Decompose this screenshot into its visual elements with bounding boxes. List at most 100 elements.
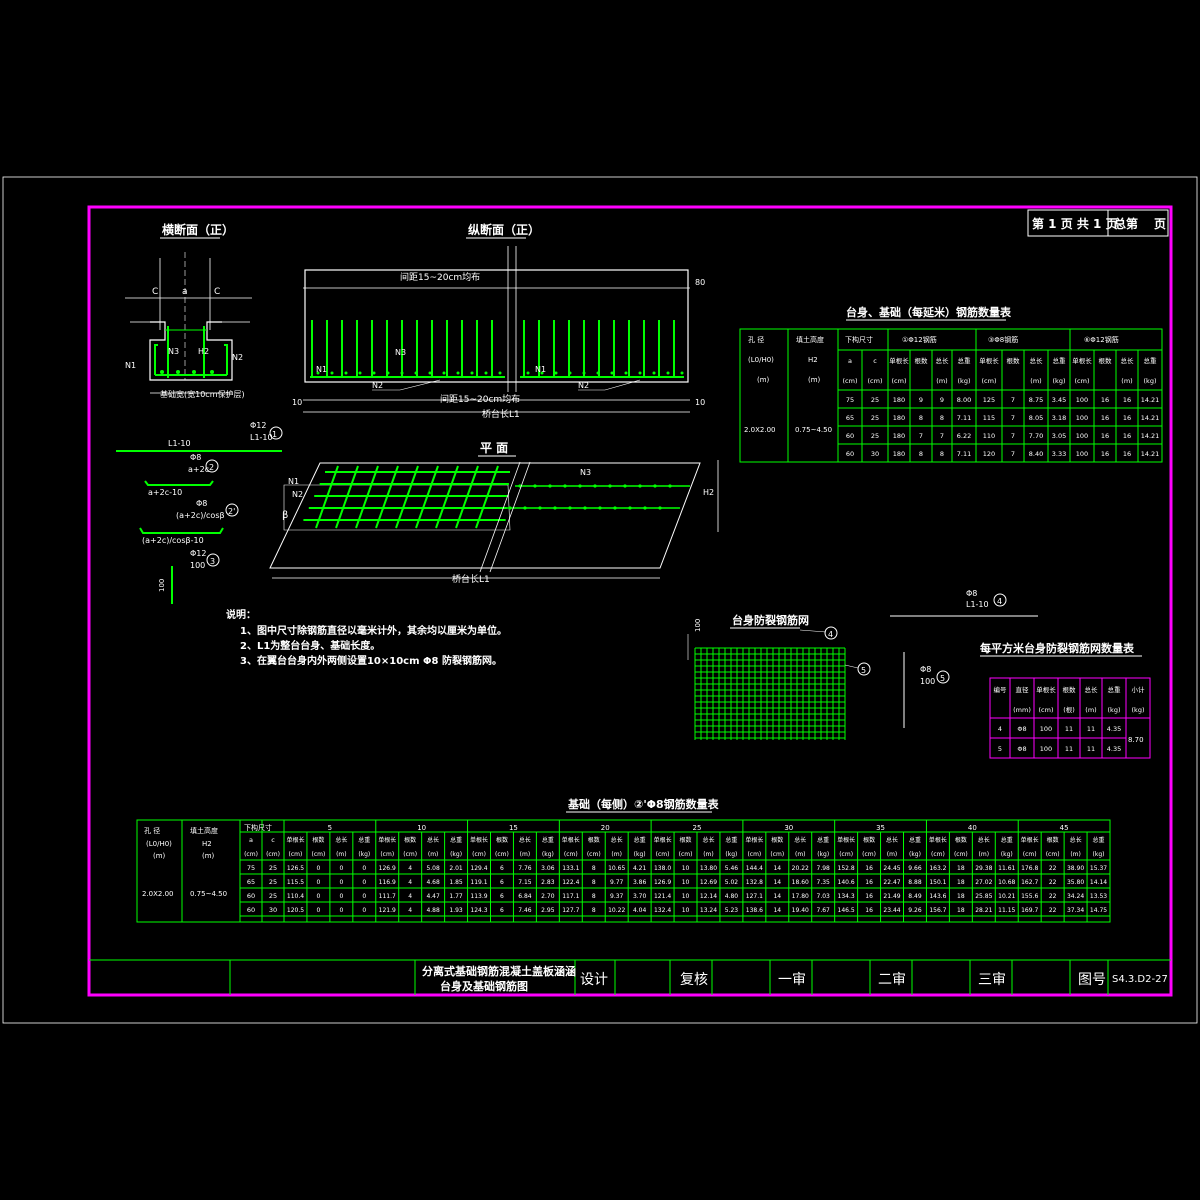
t3-cell: 8.49 bbox=[908, 893, 922, 900]
plan-dot bbox=[608, 484, 612, 488]
t1-cell: 16 bbox=[1101, 396, 1109, 404]
t3-cell: 6 bbox=[500, 879, 504, 886]
t1-cell: 30 bbox=[871, 450, 879, 458]
t1-unit: (kg) bbox=[1053, 377, 1066, 385]
t3-subheader: 根数 bbox=[496, 836, 508, 844]
label-n2: N2 bbox=[232, 353, 243, 362]
t1-tianshu-sym: H2 bbox=[808, 356, 818, 364]
t3-cell: 0 bbox=[339, 879, 343, 886]
t2-unit: (kg) bbox=[1132, 706, 1145, 714]
t1-cell: 8 bbox=[940, 414, 944, 422]
t3-subheader: 根数 bbox=[1047, 836, 1059, 844]
t3-cell: 30 bbox=[269, 906, 277, 914]
t3-unit-a: (cm) bbox=[244, 851, 258, 858]
t1-subheader: 单根长 bbox=[1072, 356, 1092, 365]
t3-subheader: 单根长 bbox=[837, 836, 855, 844]
t3-cell: 37.34 bbox=[1067, 907, 1084, 914]
bar5-len: 100 bbox=[920, 677, 935, 686]
plan-dot bbox=[643, 506, 647, 510]
t1-cell: 8 bbox=[940, 450, 944, 458]
t3-cell: 9.26 bbox=[908, 907, 922, 914]
t3-cell: 10.65 bbox=[608, 865, 625, 872]
bar-dot bbox=[470, 371, 474, 375]
t1-cell: 14.21 bbox=[1141, 414, 1160, 422]
bottom-spacing-dim: 间距15~20cm均布 bbox=[440, 393, 520, 405]
plan-label-beta: β bbox=[282, 510, 288, 521]
bar3-len: 100 bbox=[190, 561, 205, 570]
t1-subheader: 根数 bbox=[915, 356, 929, 365]
t3-cell: 0 bbox=[317, 865, 321, 872]
t3-cell: 146.5 bbox=[838, 907, 855, 914]
t3-cell: 2.95 bbox=[541, 907, 555, 914]
bar3-dia: Φ12 bbox=[190, 549, 206, 558]
t1-subheader: c bbox=[873, 357, 877, 365]
bar-dot bbox=[428, 371, 432, 375]
t3-cell: 22 bbox=[1049, 879, 1057, 886]
t1-cell: 14.21 bbox=[1141, 396, 1160, 404]
t1-kongjing-unit2: (m) bbox=[757, 376, 770, 384]
t3-cell: 9.77 bbox=[610, 879, 624, 886]
t3-subheader: 根数 bbox=[680, 836, 692, 844]
t3-subheader: 根数 bbox=[955, 836, 967, 844]
t3-unit: (m) bbox=[336, 851, 347, 858]
t1-cell: 8.00 bbox=[957, 396, 971, 404]
long-section-bottom-bars bbox=[316, 371, 684, 375]
t3-subheader: 总重 bbox=[450, 836, 462, 844]
t3-cell: 121.9 bbox=[379, 907, 396, 914]
t3-cell: 8 bbox=[592, 865, 596, 872]
t3-subheader: 单根长 bbox=[470, 836, 488, 844]
t3-cell: 4.04 bbox=[633, 907, 647, 914]
t3-cell: 0 bbox=[362, 893, 366, 900]
t3-unit: (cm) bbox=[403, 851, 417, 858]
t3-cell: 7.15 bbox=[518, 879, 532, 886]
bar5-dia: Φ8 bbox=[920, 665, 931, 674]
t3-tianshu-sym: H2 bbox=[202, 840, 212, 848]
plan-dot bbox=[658, 506, 662, 510]
t2-unit: (m) bbox=[1085, 706, 1096, 714]
mesh-num-5: 5 bbox=[861, 666, 866, 675]
t1-cell: 9 bbox=[919, 396, 923, 404]
t1-cell: 16 bbox=[1101, 432, 1109, 440]
t1-cell: 75 bbox=[846, 396, 854, 404]
t3-cell: 60 bbox=[247, 892, 255, 900]
t3-unit: (cm) bbox=[587, 851, 601, 858]
t3-unit: (m) bbox=[887, 851, 898, 858]
t2-cell: 4 bbox=[998, 725, 1002, 733]
t3-unit: (kg) bbox=[634, 851, 646, 858]
bar5-num: 5 bbox=[940, 674, 945, 683]
t3-angle-header: 5 bbox=[328, 824, 332, 832]
t1-cell: 7 bbox=[919, 432, 923, 440]
table3-grid bbox=[136, 819, 1111, 923]
t2-unit: (kg) bbox=[1108, 706, 1121, 714]
t3-cell: 14 bbox=[773, 879, 781, 886]
t3-subheader: 总重 bbox=[725, 836, 737, 844]
t3-sub-c: c bbox=[271, 836, 275, 844]
page-label: 页 bbox=[1154, 217, 1166, 231]
bar3-vert-text: 100 bbox=[158, 579, 166, 592]
mesh-num-4: 4 bbox=[828, 630, 833, 639]
t1-cell: 6.22 bbox=[957, 432, 971, 440]
bar-dot bbox=[414, 371, 418, 375]
label-n1: N1 bbox=[125, 361, 136, 370]
t3-unit: (cm) bbox=[564, 851, 578, 858]
plan-dot bbox=[583, 506, 587, 510]
t3-unit: (cm) bbox=[747, 851, 761, 858]
t3-cell: 6 bbox=[500, 907, 504, 914]
t3-kongjing-unit2: (m) bbox=[153, 852, 166, 860]
t3-unit: (cm) bbox=[312, 851, 326, 858]
t3-subheader: 根数 bbox=[404, 836, 416, 844]
t3-cell: 8 bbox=[592, 893, 596, 900]
t1-cell: 16 bbox=[1123, 450, 1131, 458]
plan-dot bbox=[593, 484, 597, 488]
plan-transverse-bar bbox=[475, 465, 499, 529]
t3-unit: (cm) bbox=[380, 851, 394, 858]
t1-kongjing-unit: (L0/H0) bbox=[748, 356, 774, 364]
t3-unit: (m) bbox=[611, 851, 622, 858]
dim-c-right: C bbox=[214, 287, 220, 297]
t3-unit: (kg) bbox=[1093, 851, 1105, 858]
bar-dot bbox=[330, 371, 334, 375]
t3-cell: 24.45 bbox=[883, 865, 900, 872]
t3-unit: (cm) bbox=[289, 851, 303, 858]
bar-dot bbox=[554, 371, 558, 375]
